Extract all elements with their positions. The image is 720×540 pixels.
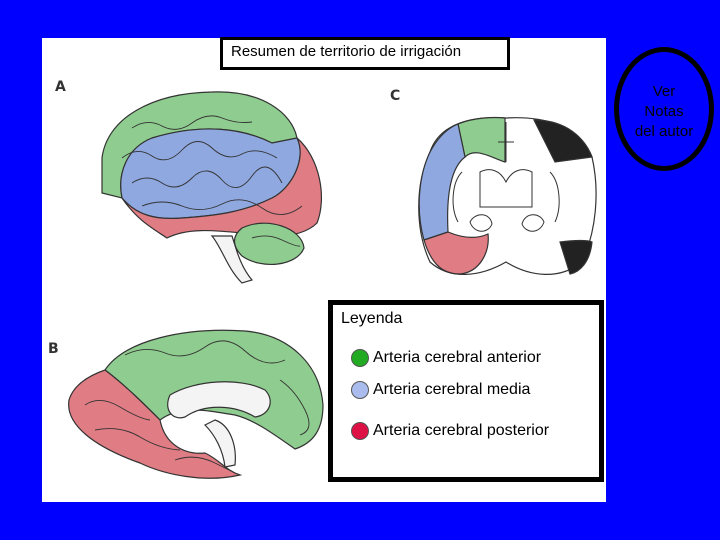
legend-item-anterior: Arteria cerebral anterior (351, 347, 541, 369)
shaded-territory-bottom-right (559, 239, 593, 275)
posterior-territory-medial (68, 369, 243, 479)
green-dot-icon (351, 349, 369, 367)
media-territory-coronal (418, 123, 466, 241)
lateral-brain-diagram (101, 91, 323, 284)
legend-label-posterior: Arteria cerebral posterior (373, 422, 550, 439)
slide-title: Resumen de territorio de irrigación (220, 37, 510, 70)
author-notes-button[interactable]: Ver Notas del autor (614, 47, 714, 171)
brainstem-medial (203, 419, 236, 468)
legend-item-posterior: Arteria cerebral posterior (351, 420, 549, 442)
medial-brain-diagram (68, 329, 324, 479)
red-dot-icon (351, 422, 369, 440)
brainstem-lateral (210, 235, 254, 284)
shaded-territory-top-right (533, 119, 593, 163)
anterior-territory-coronal (457, 116, 506, 163)
legend-label-media: Arteria cerebral media (373, 381, 531, 398)
panel-label-b: B (48, 341, 59, 357)
legend-item-media: Arteria cerebral media (351, 379, 530, 401)
corpus-callosum (167, 381, 271, 419)
coronal-section-diagram (418, 116, 597, 275)
posterior-territory-coronal (423, 231, 489, 275)
panel-label-c: C (390, 88, 401, 104)
panel-label-a: A (55, 79, 66, 95)
legend-box: Leyenda Arteria cerebral anterior Arteri… (328, 300, 604, 482)
author-notes-label: Ver Notas del autor (634, 83, 694, 140)
blue-dot-icon (351, 381, 369, 399)
legend-title: Leyenda (341, 310, 403, 327)
legend-label-anterior: Arteria cerebral anterior (373, 349, 542, 366)
